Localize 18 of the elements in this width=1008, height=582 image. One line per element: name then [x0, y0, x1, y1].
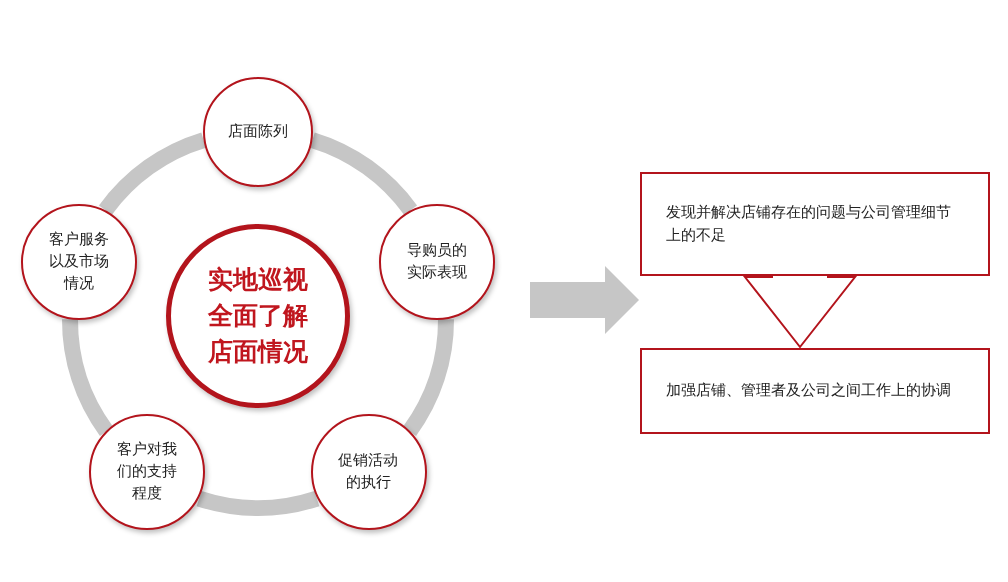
topic-text: 客户服务以及市场情况 — [48, 229, 111, 294]
cycle-ring-arc — [99, 132, 207, 216]
result-box — [640, 172, 990, 276]
topic-text: 导购员的实际表现 — [405, 240, 468, 283]
cycle-ring-arc — [402, 318, 454, 436]
result-text: 加强店铺、管理者及公司之间工作上的协调 — [666, 380, 951, 402]
central-topic-text: 实地巡视全面了解店面情况 — [207, 263, 309, 369]
topic-text: 店面陈列 — [228, 121, 288, 143]
cycle-ring-arc — [197, 490, 319, 516]
result-box — [640, 348, 990, 434]
outline-arrow — [742, 274, 858, 349]
cycle-ring-arc — [62, 318, 114, 436]
topic-circle — [89, 414, 206, 531]
result-text: 发现并解决店铺存在的问题与公司管理细节上的不足 — [666, 201, 952, 246]
block-arrow — [530, 266, 639, 334]
topic-text: 客户对我们的支持程度 — [116, 439, 179, 504]
cycle-ring-arc — [309, 132, 417, 216]
topic-text: 促销活动的执行 — [337, 450, 400, 494]
